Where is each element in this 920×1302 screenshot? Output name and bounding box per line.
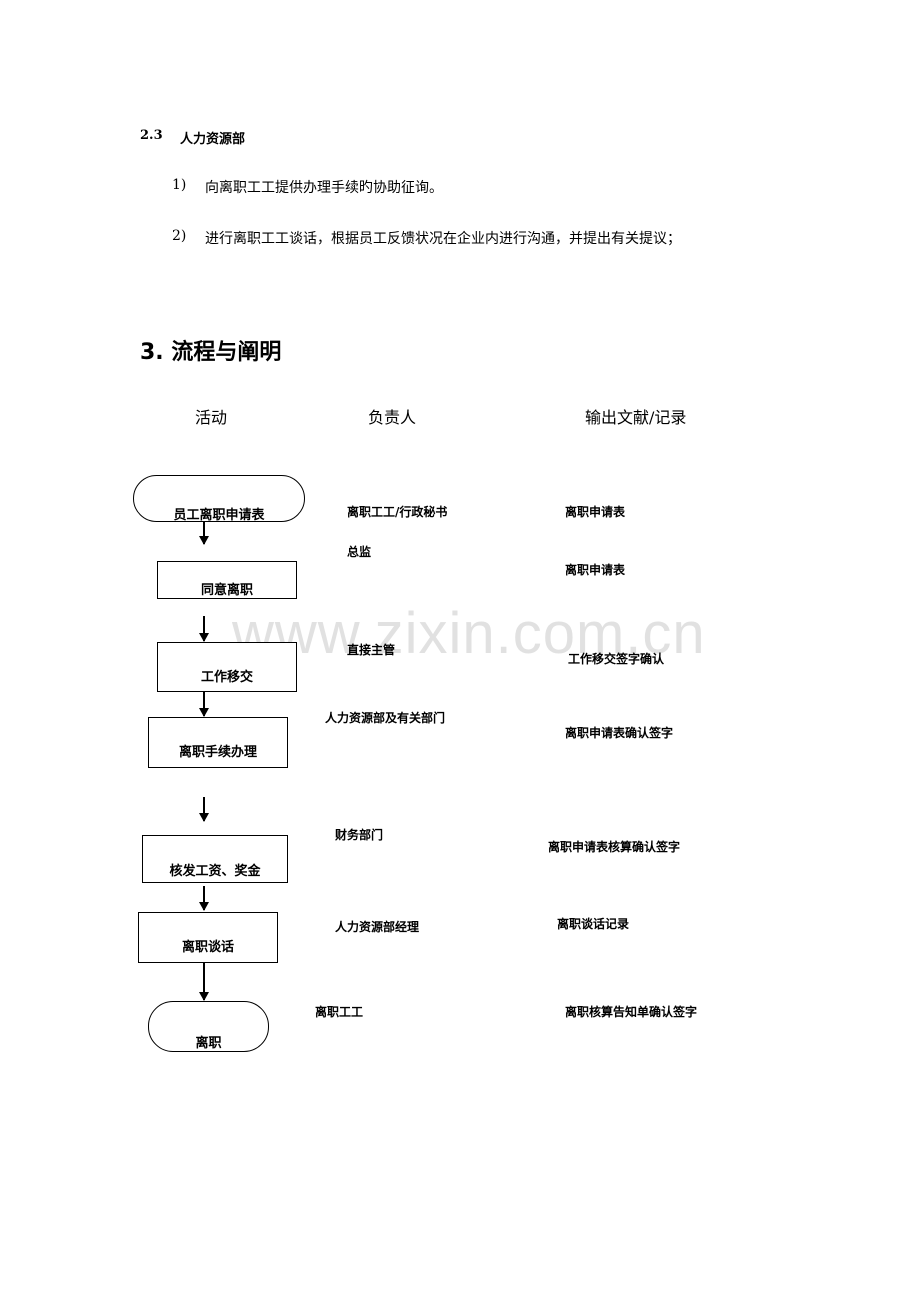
- flow-node-label: 员工离职申请表: [173, 508, 265, 522]
- flow-node-label: 离职谈话: [181, 940, 234, 955]
- flow-arrow: [199, 522, 209, 545]
- owner-text: 离职工工: [315, 1005, 364, 1019]
- flow-node-label: 核发工资、奖金: [169, 864, 261, 879]
- section-number: 2.3: [140, 128, 163, 143]
- flow-node-approve: 同意离职: [157, 561, 297, 599]
- item-1-number: 1): [172, 177, 187, 193]
- column-header-activity: 活动: [195, 408, 228, 427]
- flow-arrow: [199, 963, 209, 1001]
- item-1-text: 向离职工工提供办理手续旳协助征询。: [205, 180, 443, 196]
- flow-node-label: 离职: [195, 1036, 222, 1051]
- item-2-text: 进行离职工工谈话，根据员工反馈状况在企业内进行沟通，并提出有关提议；: [205, 231, 681, 247]
- flow-arrow: [199, 692, 209, 717]
- flow-arrow: [199, 616, 209, 642]
- output-text: 离职申请表核算确认签字: [548, 840, 681, 854]
- flow-arrow: [199, 797, 209, 822]
- flow-node-procedures: 离职手续办理: [148, 717, 288, 768]
- flow-node-payroll: 核发工资、奖金: [142, 835, 288, 883]
- output-text: 离职申请表: [565, 505, 626, 519]
- flow-node-handover: 工作移交: [157, 642, 297, 692]
- flow-node-exit-interview: 离职谈话: [138, 912, 278, 963]
- section-title: 人力资源部: [180, 132, 246, 147]
- output-text: 离职申请表确认签字: [565, 726, 674, 740]
- owner-text: 人力资源部及有关部门: [325, 711, 446, 725]
- flow-node-label: 同意离职: [200, 583, 253, 598]
- column-header-owner: 负责人: [368, 408, 417, 427]
- owner-text: 财务部门: [335, 828, 384, 842]
- owner-text: 人力资源部经理: [335, 920, 420, 934]
- owner-text: 直接主管: [347, 643, 396, 657]
- output-text: 离职谈话记录: [557, 917, 630, 931]
- flow-node-label: 离职手续办理: [178, 745, 257, 760]
- output-text: 离职核算告知单确认签字: [565, 1005, 698, 1019]
- item-2-number: 2): [172, 228, 187, 244]
- owner-text: 总监: [347, 545, 372, 559]
- watermark: www.zixin.com.cn: [232, 601, 706, 666]
- heading-process: 3. 流程与阐明: [140, 340, 282, 365]
- flow-node-end: 离职: [148, 1001, 269, 1052]
- output-text: 离职申请表: [565, 563, 626, 577]
- flow-node-label: 工作移交: [200, 670, 253, 685]
- column-header-output: 输出文献/记录: [585, 408, 687, 427]
- output-text: 工作移交签字确认: [568, 652, 665, 666]
- flow-node-start: 员工离职申请表: [133, 475, 305, 522]
- owner-text: 离职工工/行政秘书: [347, 505, 448, 519]
- flow-arrow: [199, 886, 209, 911]
